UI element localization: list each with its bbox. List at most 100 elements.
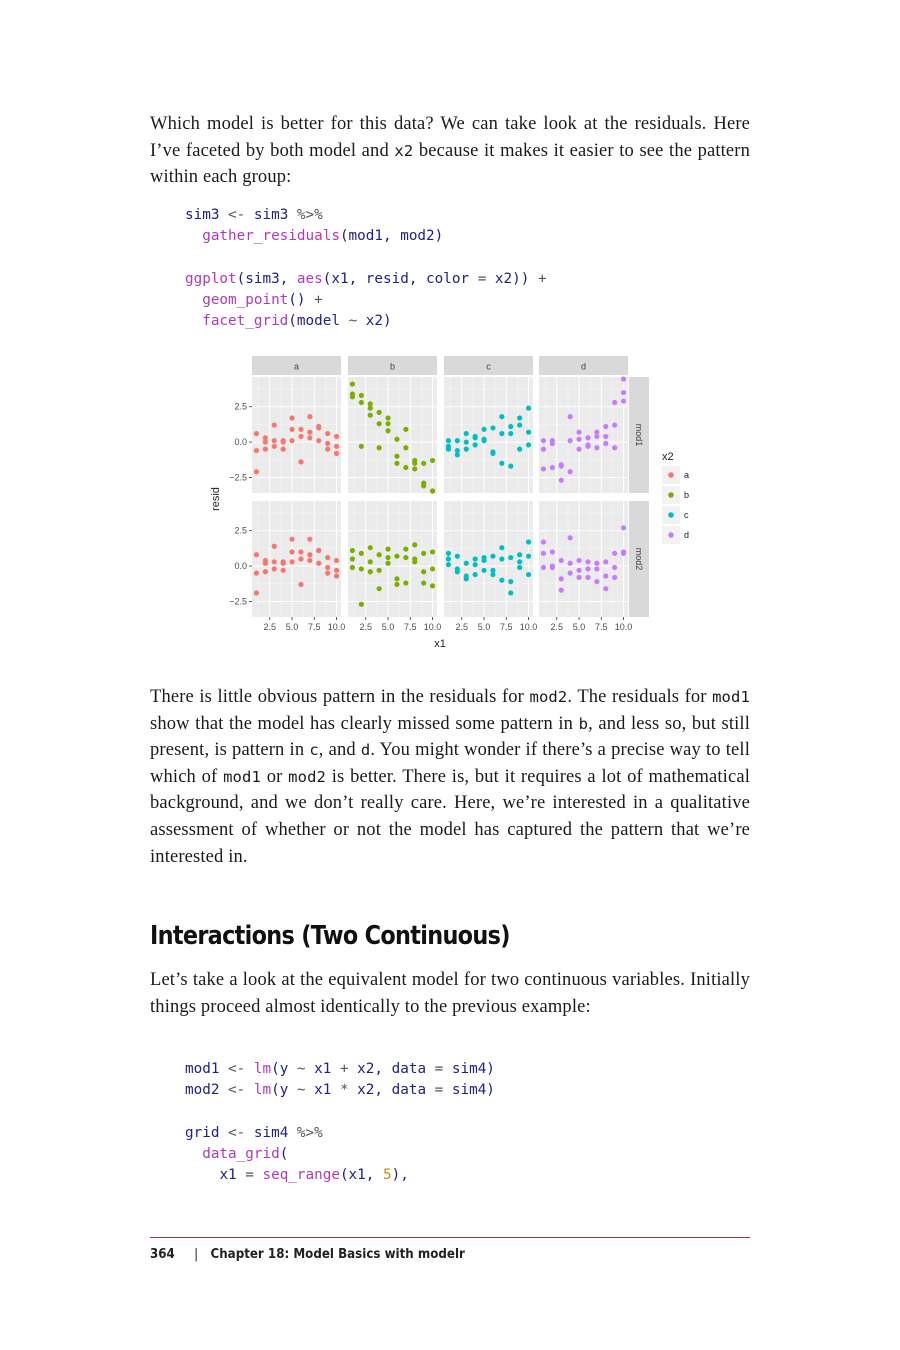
data-point xyxy=(558,477,564,483)
data-point xyxy=(620,398,627,404)
text: because it makes it easier to see the pa… xyxy=(150,140,751,188)
data-point xyxy=(253,447,260,454)
x-tick-label: 10.0 xyxy=(328,622,346,632)
data-point xyxy=(358,601,364,607)
data-point xyxy=(525,429,532,435)
data-point xyxy=(549,464,555,471)
data-point xyxy=(333,557,340,564)
data-point xyxy=(603,586,609,592)
data-point xyxy=(307,414,313,420)
data-point xyxy=(349,381,356,387)
data-point xyxy=(490,567,496,573)
x-tick-label: 2.5 xyxy=(551,622,564,632)
data-point xyxy=(472,435,478,441)
data-point xyxy=(253,430,260,437)
data-point xyxy=(490,553,496,559)
data-point xyxy=(603,573,609,579)
data-point xyxy=(333,443,340,449)
text: Which model is better for this data? We … xyxy=(150,114,750,161)
data-point xyxy=(490,425,496,431)
data-point xyxy=(271,543,277,549)
facet-panel-mod2-b xyxy=(348,501,437,617)
data-point xyxy=(358,550,364,556)
x-axis-title: x1 xyxy=(434,638,446,650)
x-tick-label: 5.0 xyxy=(573,622,586,632)
panel-background xyxy=(444,377,533,493)
strip-label-c: c xyxy=(486,362,491,372)
data-point xyxy=(349,391,356,397)
data-point xyxy=(403,426,409,432)
data-point xyxy=(567,560,573,566)
data-point xyxy=(253,552,260,558)
data-point xyxy=(549,563,555,569)
data-point xyxy=(333,433,340,440)
data-point xyxy=(253,469,260,475)
data-point xyxy=(463,430,469,437)
data-point xyxy=(421,569,427,575)
data-point xyxy=(525,405,532,411)
data-point xyxy=(499,460,505,466)
x-tick-label: 2.5 xyxy=(264,622,277,632)
data-point xyxy=(612,550,618,556)
data-point xyxy=(499,577,505,583)
data-point xyxy=(325,570,331,576)
data-point xyxy=(558,557,564,564)
x-tick-label: 7.5 xyxy=(500,622,513,632)
data-point xyxy=(499,545,505,551)
data-point xyxy=(403,445,409,451)
data-point xyxy=(594,560,600,566)
data-point xyxy=(385,428,391,434)
data-point xyxy=(481,426,487,432)
y-tick-label: −2.5 xyxy=(229,472,247,482)
strip-label-mod1: mod1 xyxy=(634,424,644,447)
data-point xyxy=(463,576,469,582)
data-point xyxy=(325,554,331,561)
data-point xyxy=(307,552,313,558)
facet-panel-mod1-d xyxy=(539,377,628,493)
data-point xyxy=(325,440,331,447)
chapter-title: Chapter 18: Model Basics with modelr xyxy=(210,1246,465,1262)
data-point xyxy=(307,429,313,435)
x-tick-label: 5.0 xyxy=(382,622,395,632)
facet-panel-mod1-c xyxy=(444,377,533,493)
data-point xyxy=(558,463,564,469)
footer-rule xyxy=(150,1237,750,1238)
data-point xyxy=(403,464,409,471)
facet-panel-mod2-c xyxy=(444,501,533,617)
code-block-residuals: sim3 <- sim3 %>% gather_residuals(mod1, … xyxy=(185,207,547,330)
data-point xyxy=(280,559,286,565)
data-point xyxy=(620,525,627,531)
data-point xyxy=(412,559,418,565)
data-point xyxy=(358,399,364,406)
data-point xyxy=(445,443,452,449)
data-point xyxy=(481,438,487,444)
data-point xyxy=(508,554,514,561)
data-point xyxy=(508,463,514,469)
data-point xyxy=(429,457,436,464)
data-point xyxy=(325,446,331,452)
points-mod2-a xyxy=(253,536,340,596)
data-point xyxy=(603,440,609,447)
legend-label-d: d xyxy=(684,530,689,540)
data-point xyxy=(307,536,313,542)
x-tick-label: 10.0 xyxy=(520,622,538,632)
data-point xyxy=(540,539,547,545)
data-point xyxy=(490,450,496,456)
data-point xyxy=(463,560,469,566)
data-point xyxy=(454,447,460,454)
data-point xyxy=(349,564,356,571)
data-point xyxy=(358,566,364,572)
data-point xyxy=(421,550,427,556)
legend-label-b: b xyxy=(684,490,689,500)
data-point xyxy=(558,576,564,582)
points-mod1-c xyxy=(445,405,532,469)
data-point xyxy=(298,433,304,440)
data-point xyxy=(445,438,452,444)
data-point xyxy=(525,571,532,578)
data-point xyxy=(429,549,436,555)
legend-label-c: c xyxy=(684,510,689,520)
data-point xyxy=(385,415,391,421)
data-point xyxy=(472,442,478,448)
